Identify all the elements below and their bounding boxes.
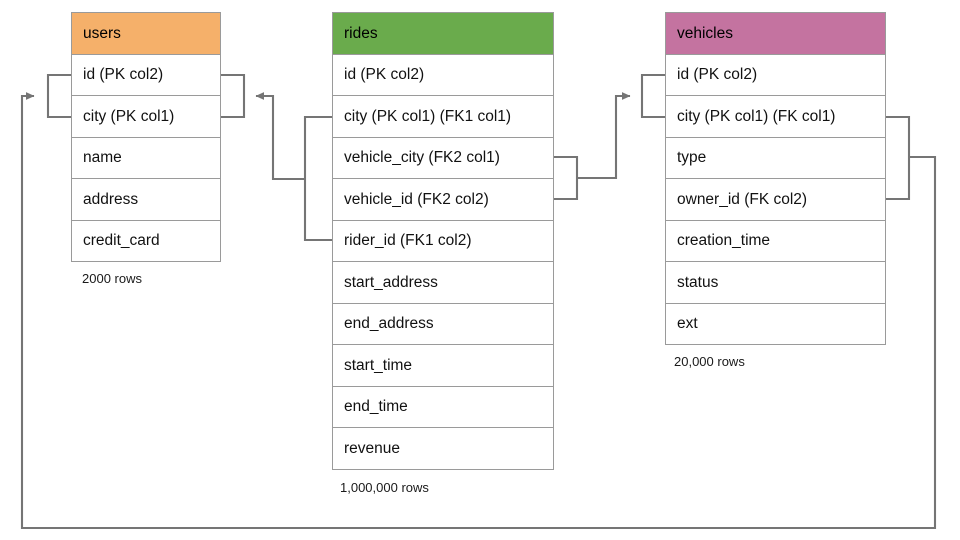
connector-users-left-bracket: [46, 73, 71, 119]
table-rides-column-vehicle-id[interactable]: vehicle_id (FK2 col2): [333, 179, 553, 221]
table-rides-column-city[interactable]: city (PK col1) (FK1 col1): [333, 96, 553, 138]
table-users-column-name[interactable]: name: [72, 137, 220, 179]
table-rides-column-revenue[interactable]: revenue: [333, 428, 553, 470]
column-label: owner_id (FK col2): [677, 190, 808, 208]
table-users-header: users: [72, 13, 220, 55]
connector-users-right-bracket: [221, 73, 246, 119]
table-users[interactable]: users id (PK col2) city (PK col1) name a…: [71, 12, 221, 262]
connector-rides-fk1-to-users: [255, 92, 305, 181]
table-users-column-city[interactable]: city (PK col1): [72, 96, 220, 138]
column-label: end_time: [344, 398, 408, 415]
column-label: revenue: [344, 439, 401, 457]
column-label: vehicle_id (FK2 col2): [344, 190, 489, 208]
table-rides-column-id[interactable]: id (PK col2): [333, 54, 553, 96]
column-label: rider_id (FK1 col2): [344, 232, 472, 249]
table-vehicles[interactable]: vehicles id (PK col2) city (PK col1) (FK…: [665, 12, 886, 345]
column-label: id (PK col2): [344, 66, 425, 83]
table-rides-column-end-time[interactable]: end_time: [333, 386, 553, 428]
table-rides-column-start-time[interactable]: start_time: [333, 345, 553, 387]
table-vehicles-column-owner-id[interactable]: owner_id (FK col2): [666, 179, 885, 221]
table-rides-title: rides: [344, 24, 378, 42]
table-rides-column-end-address[interactable]: end_address: [333, 303, 553, 345]
column-label: city (PK col1): [83, 107, 175, 125]
connector-vehicles-right-bracket: [886, 115, 911, 201]
column-label: city (PK col1) (FK1 col1): [344, 107, 512, 125]
table-rides-row-count: 1,000,000 rows: [340, 480, 429, 495]
connector-vehicles-left-bracket: [640, 73, 665, 119]
column-label: ext: [677, 315, 698, 332]
table-users-title: users: [83, 24, 121, 42]
table-vehicles-column-city[interactable]: city (PK col1) (FK col1): [666, 96, 885, 138]
connector-rides-fk2-to-vehicles: [577, 92, 631, 180]
table-vehicles-column-creation-time[interactable]: creation_time: [666, 220, 885, 262]
column-label: status: [677, 273, 719, 291]
column-label: city (PK col1) (FK col1): [677, 107, 836, 125]
table-vehicles-header: vehicles: [666, 13, 885, 55]
column-label: credit_card: [83, 232, 160, 249]
column-label: end_address: [344, 315, 434, 332]
column-label: name: [83, 149, 122, 166]
table-vehicles-column-type[interactable]: type: [666, 137, 885, 179]
table-rides-column-vehicle-city[interactable]: vehicle_city (FK2 col1): [333, 137, 553, 179]
column-label: start_address: [344, 273, 438, 291]
table-rides-column-rider-id[interactable]: rider_id (FK1 col2): [333, 220, 553, 262]
table-vehicles-column-status[interactable]: status: [666, 262, 885, 304]
table-users-row-count: 2000 rows: [82, 271, 142, 286]
column-label: id (PK col2): [83, 66, 164, 83]
column-label: address: [83, 190, 139, 208]
table-vehicles-title: vehicles: [677, 24, 733, 42]
table-rides[interactable]: rides id (PK col2) city (PK col1) (FK1 c…: [332, 12, 554, 470]
column-label: start_time: [344, 356, 413, 374]
table-vehicles-row-count: 20,000 rows: [674, 354, 745, 369]
column-label: creation_time: [677, 232, 771, 249]
table-rides-column-start-address[interactable]: start_address: [333, 262, 553, 304]
column-label: type: [677, 149, 707, 166]
table-vehicles-column-ext[interactable]: ext: [666, 303, 885, 345]
table-vehicles-column-id[interactable]: id (PK col2): [666, 54, 885, 96]
table-users-column-address[interactable]: address: [72, 179, 220, 221]
column-label: id (PK col2): [677, 66, 758, 83]
connector-rides-fk1-bracket: [303, 115, 332, 242]
table-users-column-id[interactable]: id (PK col2): [72, 54, 220, 96]
table-rides-header: rides: [333, 13, 553, 55]
column-label: vehicle_city (FK2 col1): [344, 149, 500, 166]
connector-rides-fk2-bracket: [554, 155, 579, 201]
table-users-column-credit-card[interactable]: credit_card: [72, 220, 220, 262]
